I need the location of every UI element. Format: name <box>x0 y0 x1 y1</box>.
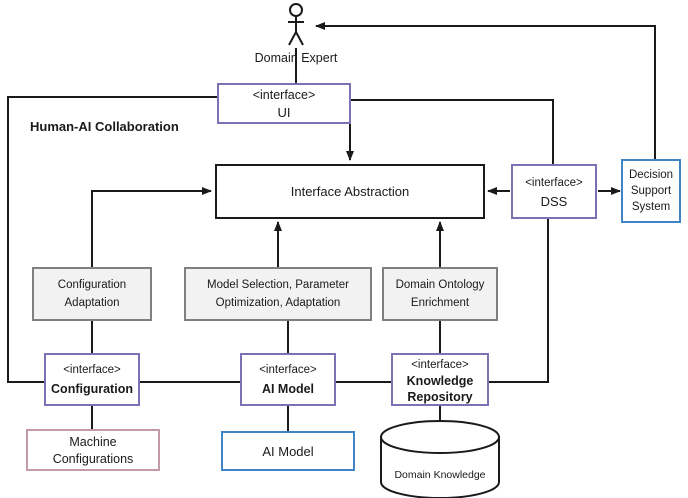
node-knowledge-repository-stereotype: <interface> <box>411 359 469 371</box>
node-domain-knowledge-database[interactable]: Domain Knowledge <box>380 420 500 498</box>
edge-ui-to-dss <box>350 99 554 165</box>
node-configuration-adaptation[interactable]: Configuration Adaptation <box>32 267 152 321</box>
edge-config-adaptation-to-abstraction <box>91 187 212 268</box>
node-model-selection-line1: Model Selection, Parameter <box>207 279 349 291</box>
actor-label: Domain Expert <box>255 51 338 65</box>
node-decision-support-system-line1: Decision <box>629 169 673 181</box>
node-decision-support-system[interactable]: Decision Support System <box>621 159 681 223</box>
node-ui-stereotype: <interface> <box>253 88 316 102</box>
node-machine-configurations-line2: Configurations <box>53 452 134 466</box>
node-ai-model-interface-label: AI Model <box>262 382 314 396</box>
node-dss[interactable]: <interface> DSS <box>511 164 597 219</box>
node-knowledge-repository-line2: Repository <box>407 390 472 404</box>
actor-stick-figure-icon <box>288 3 304 46</box>
node-decision-support-system-line3: System <box>632 201 670 213</box>
edge-dss-to-actor <box>315 22 656 160</box>
node-interface-abstraction[interactable]: Interface Abstraction <box>215 164 485 219</box>
node-domain-knowledge-label: Domain Knowledge <box>394 469 485 481</box>
node-ai-model-interface-stereotype: <interface> <box>259 364 317 376</box>
node-machine-configurations-line1: Machine <box>69 435 116 449</box>
node-dss-stereotype: <interface> <box>525 177 583 189</box>
edge-ui-left-rail <box>7 96 218 383</box>
node-domain-ontology-enrichment[interactable]: Domain Ontology Enrichment <box>382 267 498 321</box>
node-configuration-interface-stereotype: <interface> <box>63 364 121 376</box>
node-machine-configurations[interactable]: Machine Configurations <box>26 429 160 471</box>
connector-layer <box>7 22 656 432</box>
edge-dss-to-knowledge-repository <box>488 218 549 383</box>
node-domain-ontology-line2: Enrichment <box>411 297 470 309</box>
node-configuration-interface-label: Configuration <box>51 382 133 396</box>
node-interface-abstraction-label: Interface Abstraction <box>291 184 410 199</box>
human-ai-collaboration-label: Human-AI Collaboration <box>30 119 179 134</box>
node-configuration-adaptation-line2: Adaptation <box>65 297 120 309</box>
node-knowledge-repository-line1: Knowledge <box>407 374 474 388</box>
node-configuration-adaptation-line1: Configuration <box>58 279 126 291</box>
node-decision-support-system-line2: Support <box>631 185 672 197</box>
node-model-selection-line2: Optimization, Adaptation <box>216 297 341 309</box>
node-ai-model-interface[interactable]: <interface> AI Model <box>240 353 336 406</box>
node-ai-model-label: AI Model <box>262 444 313 459</box>
node-configuration-interface[interactable]: <interface> Configuration <box>44 353 140 406</box>
node-ai-model[interactable]: AI Model <box>221 431 355 471</box>
node-knowledge-repository-interface[interactable]: <interface> Knowledge Repository <box>391 353 489 406</box>
node-model-selection[interactable]: Model Selection, Parameter Optimization,… <box>184 267 372 321</box>
node-dss-label: DSS <box>541 194 568 209</box>
node-ui-label: UI <box>278 105 291 120</box>
node-ui[interactable]: <interface> UI <box>217 83 351 124</box>
node-domain-ontology-line1: Domain Ontology <box>396 279 485 291</box>
